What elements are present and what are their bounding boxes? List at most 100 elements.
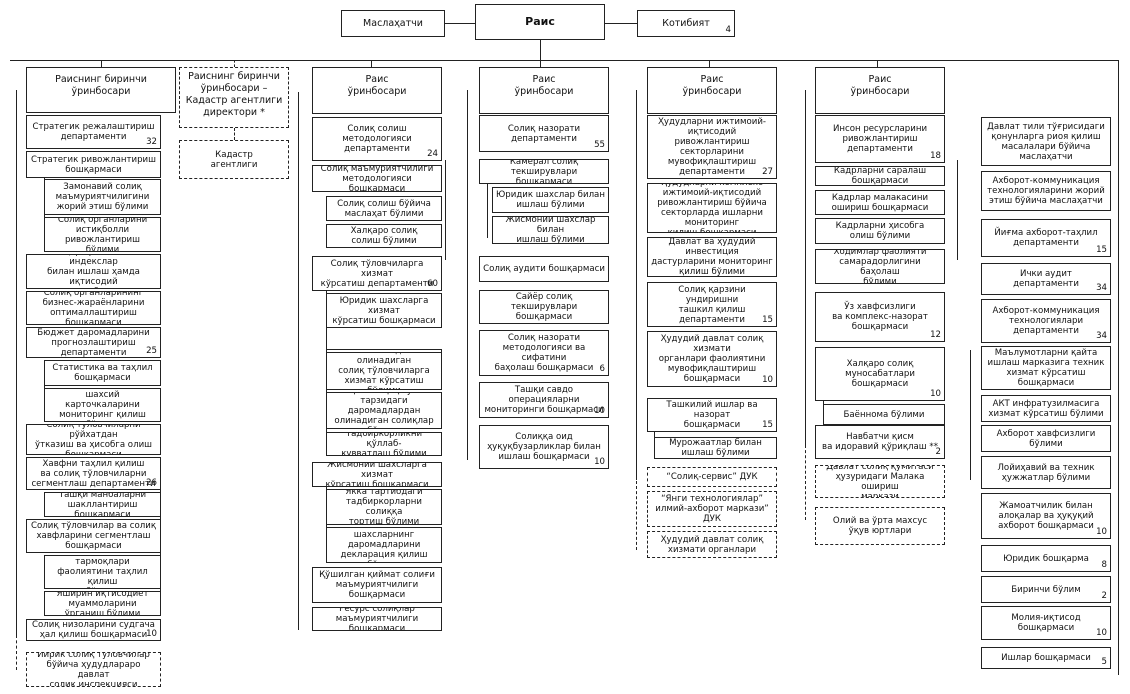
col1-unit-box: Статистика ва таҳлил бошқармаси: [44, 360, 161, 386]
col7-unit-box: Маълумотларни қайта ишлаш марказига техн…: [981, 346, 1111, 390]
col1-unit-label: Солиқ органларининг бизнес-жараёнларини …: [42, 291, 145, 325]
col7-unit-staff-count: 34: [1096, 331, 1107, 341]
col1-unit-label: Статистика ва таҳлил бошқармаси: [52, 363, 153, 383]
col6-unit-label: Кадрларни ҳисобга олиш бўлими: [835, 221, 925, 241]
col7-unit-box: Ахборот хавфсизлиги бўлими: [981, 425, 1111, 452]
col4-unit-label: Ташқи савдо операцияларни мониторинги бо…: [484, 385, 604, 415]
col7-unit-box: Давлат тили тўғрисидаги қонунларга риоя …: [981, 117, 1111, 166]
advisor-box: Маслаҳатчи: [341, 10, 445, 37]
col3-unit-box: Солиқ тўловчиларга хизмат кўрсатиш депар…: [312, 256, 442, 291]
col7-unit-label: Ишлар бошқармаси: [1001, 653, 1091, 663]
col6-unit-box: Давлат солиқ қўмитаси ҳузуридаги Малака …: [815, 465, 945, 498]
col4-unit-label: Юридик шахслар билан ишлаш бўлими: [496, 190, 605, 210]
col1-unit-box: Хавфни таҳлил қилиш ва солиқ тўловчиларн…: [26, 457, 161, 490]
col6-unit-label: Олий ва ўрта махсус ўқув юртлари: [832, 516, 928, 536]
col5-unit-box: Мурожаатлар билан ишлаш бўлими: [654, 437, 777, 459]
col4-unit-staff-count: 55: [594, 140, 605, 150]
col3-head-label: Раис ўринбосари: [347, 74, 407, 97]
col1-unit-staff-count: 25: [146, 346, 157, 356]
col3-unit-box: Халқаро солиқ солиш бўлими: [326, 224, 442, 248]
col1-unit-label: Яширин иқтисодиёт муаммоларини ўрганиш б…: [56, 591, 149, 616]
col5-unit-label: Ҳудудларни ижтимоий- иқтисодий ривожлант…: [657, 117, 767, 177]
col5-unit-label: Ҳудудий давлат солиқ хизмати органлари ф…: [658, 334, 766, 384]
col5-head: Раис ўринбосари: [647, 67, 777, 114]
col7-unit-box: Жамоатчилик билан алоқалар ва ҳуқуқий ах…: [981, 493, 1111, 539]
col7-unit-label: Ахборот хавфсизлиги бўлими: [996, 428, 1096, 449]
col6-unit-label: Ўз хавфсизлиги ва комплекс-назорат бошқа…: [832, 302, 928, 332]
col1-unit-label: Ташқи манбаларни шакллантириш бошқармаси: [58, 492, 147, 517]
col4-unit-box: Сайёр солиқ текширувлари бошқармаси: [479, 290, 609, 324]
col5-unit-staff-count: 15: [762, 420, 773, 430]
col7-unit-label: АКТ инфратузилмасига хизмат кўрсатиш бўл…: [988, 398, 1104, 419]
col3-unit-box: Меҳнатга ҳақ тўлаш тарзидаги даромадлард…: [326, 392, 442, 429]
col6-unit-box: Ўз хавфсизлиги ва комплекс-назорат бошқа…: [815, 292, 945, 342]
col7-unit-staff-count: 34: [1096, 283, 1107, 293]
col2-head-label: Раиснинг биринчи ўринбосари – Кадастр аг…: [185, 71, 283, 118]
col3-unit-label: Меҳнатга ҳақ тўлаш тарзидаги даромадлард…: [334, 393, 434, 428]
col6-unit-label: Ходимлар фаолияти самарадорлигини баҳола…: [833, 249, 927, 284]
col1-unit-box: Солиқ органларини истиқболли ривожлантир…: [44, 217, 161, 252]
col6-unit-staff-count: 2: [935, 447, 941, 457]
col3-unit-box: Айланмадан олинадиган солиқ тўловчиларга…: [326, 352, 442, 390]
secretariat-count: 4: [725, 25, 731, 35]
col6-unit-box: Инсон ресурсларини ривожлантириш департа…: [815, 115, 945, 163]
col6-unit-box: Баённома бўлими: [823, 404, 945, 425]
col1-unit-label: Халқаро рейтинг ва индекслар билан ишлаш…: [37, 255, 149, 288]
secretariat-label: Котибият: [662, 17, 710, 29]
col5-unit-box: Солиқ қарзини ундиришни ташкил қилиш деп…: [647, 282, 777, 327]
col7-unit-label: Лойиҳавий ва техник ҳужжатлар бўлими: [997, 462, 1095, 483]
col5-unit-box: Ҳудудий давлат солиқ хизмати органлари ф…: [647, 331, 777, 387]
col3-unit-label: Солиқ солиш методологияси департаменти: [342, 124, 412, 154]
col5-unit-label: “Солиқ-сервис” ДУК: [666, 472, 758, 482]
col3-unit-label: Солиқ тўловчиларга хизмат кўрсатиш депар…: [320, 258, 434, 289]
col4-unit-box: Солиқ аудити бошқармаси: [479, 256, 609, 282]
advisor-label: Маслаҳатчи: [363, 17, 423, 29]
col4-head: Раис ўринбосари: [479, 67, 609, 114]
col4-unit-label: Солиқ аудити бошқармаси: [483, 264, 605, 274]
col7-unit-box: Лойиҳавий ва техник ҳужжатлар бўлими: [981, 456, 1111, 489]
col6-unit-staff-count: 10: [930, 389, 941, 399]
col7-unit-label: Жамоатчилик билан алоқалар ва ҳуқуқий ах…: [998, 501, 1094, 531]
col6-unit-label: Кадрларни саралаш бошқармаси: [833, 166, 927, 186]
col1-unit-box: Солиқ тўловчилар ва солиқ хавфларини сег…: [26, 519, 161, 553]
col7-unit-box: АКТ инфратузилмасига хизмат кўрсатиш бўл…: [981, 395, 1111, 422]
col6-head-label: Раис ўринбосари: [850, 74, 910, 97]
col6-unit-label: Давлат солиқ қўмитаси ҳузуридаги Малака …: [826, 465, 934, 498]
col5-unit-label: “Янги технологиялар” илмий-ахборот марка…: [655, 494, 769, 524]
col4-head-label: Раис ўринбосари: [514, 74, 574, 97]
col1-unit-label: Солиқ тўловчиларнинг шахсий карточкалари…: [50, 389, 154, 421]
col6-unit-box: Навбатчи қисм ва идоравий қўриқлаш **2: [815, 425, 945, 459]
col5-unit-label: Ташкилий ишлар ва назорат бошқармаси: [666, 400, 758, 430]
col3-unit-box: Солиқ маъмуриятчилиги методологияси бошқ…: [312, 165, 442, 192]
col3-unit-staff-count: 60: [427, 279, 438, 289]
col1-unit-box: Солиқ тўловчиларни рўйхатдан ўтказиш ва …: [26, 424, 161, 455]
col7-unit-box: Ахборот-коммуникация технологияларини жо…: [981, 171, 1111, 211]
col1-unit-label: Иқтисодиёт тармоқлари фаолиятини таҳлил …: [57, 556, 148, 588]
col4-unit-box: Солиққа оид ҳуқуқбузарликлар билан ишлаш…: [479, 425, 609, 469]
col4-unit-staff-count: 10: [594, 457, 605, 467]
col3-unit-box: Юридик шахсларга хизмат кўрсатиш бошқарм…: [326, 293, 442, 328]
col7-unit-label: Молия-иқтисод бошқармаси: [1011, 613, 1081, 633]
col6-unit-box: Олий ва ўрта махсус ўқув юртлари: [815, 507, 945, 545]
col3-unit-box: Қўшилган қиймат солиғи маъмуриятчилиги б…: [312, 567, 442, 603]
secretariat-box: Котибият 4: [637, 10, 735, 37]
col5-unit-staff-count: 27: [762, 167, 773, 177]
col7-unit-label: Биринчи бўлим: [1011, 584, 1081, 595]
col3-unit-label: Солиқ маъмуриятчилиги методологияси бошқ…: [320, 165, 434, 192]
col1-unit-box: Солиқ органларининг бизнес-жараёнларини …: [26, 291, 161, 325]
col6-unit-box: Кадрларни саралаш бошқармаси: [815, 166, 945, 186]
col5-unit-box: “Солиқ-сервис” ДУК: [647, 467, 777, 487]
col1-unit-box: Солиқ тўловчиларнинг шахсий карточкалари…: [44, 388, 161, 422]
col6-unit-label: Баённома бўлими: [843, 409, 925, 420]
col3-unit-box: Жисмоний шахсларнинг даромадларини декла…: [326, 527, 442, 563]
col1-unit-staff-count: 32: [146, 137, 157, 147]
col3-unit-label: Жисмоний шахсларнинг даромадларини декла…: [340, 528, 428, 562]
col1-unit-staff-count: 26: [146, 478, 157, 488]
col4-unit-box: Жисмоний шахслар билан ишлаш бўлими: [492, 216, 609, 244]
